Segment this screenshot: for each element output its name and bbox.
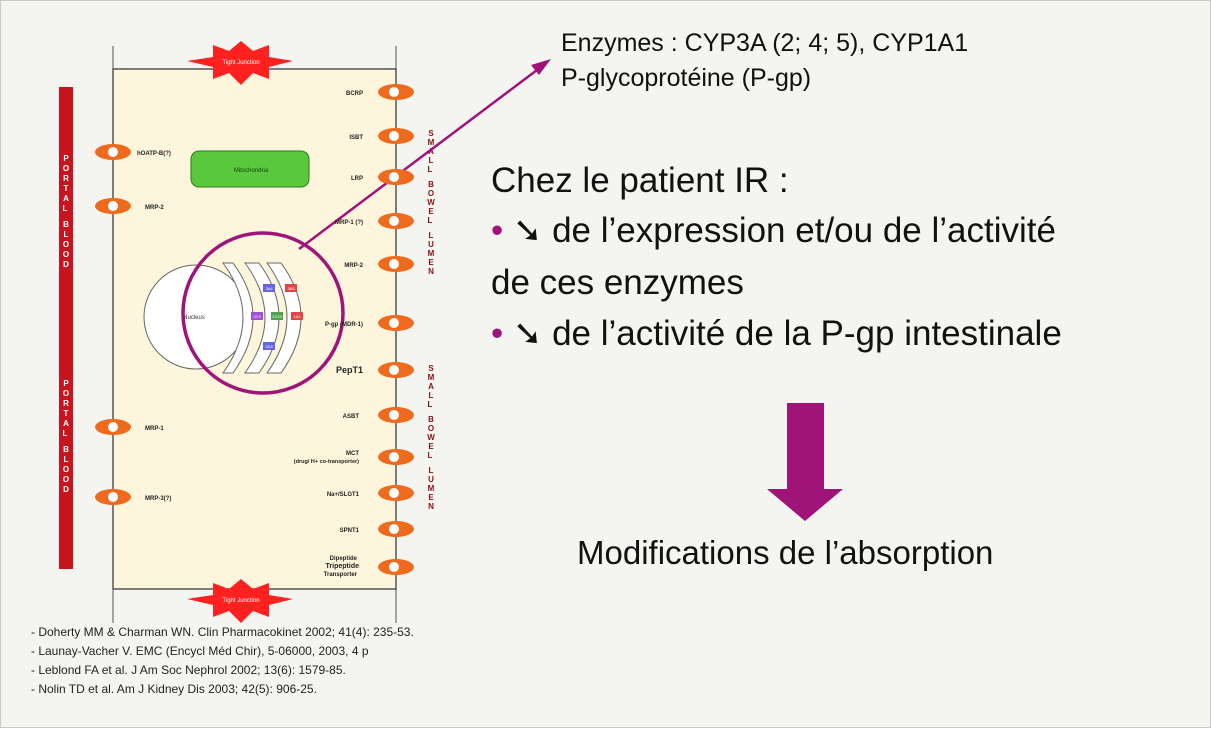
bullet-text: de l’expression et/ou de l’activité (552, 211, 1056, 250)
pgp-line: P-glycoprotéine (P-gp) (561, 64, 812, 92)
er-enzyme-label-2: 3A5 (287, 286, 295, 291)
transporter-isbt-label: ISBT (349, 135, 363, 141)
tight-junction-top (187, 41, 293, 85)
portal-blood-bar (59, 87, 73, 569)
er-enzyme-5 (291, 312, 303, 320)
reference-3: - Leblond FA et al. J Am Soc Nephrol 200… (31, 663, 346, 677)
transporter-hoatpb-label: hOATP-B(?) (137, 151, 171, 157)
result-text: Modifications de l’absorption (577, 534, 994, 571)
patient-heading: Chez le patient IR : (491, 161, 789, 200)
transporter-transporter-label: Transporter (324, 572, 358, 578)
reference-2: - Launay-Vacher V. EMC (Encycl Méd Chir)… (31, 644, 369, 658)
bullet-pgp-activity: • ➘ de l’activité de la P-gp intestinale (491, 314, 1062, 354)
pointer-arrow-line (298, 66, 542, 250)
reference-4: - Nolin TD et al. Am J Kidney Dis 2003; … (31, 682, 317, 696)
enzymes-line: Enzymes : CYP3A (2; 4; 5), CYP1A1 (561, 29, 969, 57)
transporter-lrp-label: LRP (351, 176, 363, 182)
transporter-na-slgt1-label: Na+/SLGT1 (327, 492, 360, 498)
transporter-pept1-label: PepT1 (336, 365, 363, 375)
right-transporter-oval-highlights (389, 87, 399, 572)
er-enzyme-label-3: 2C9 (253, 314, 261, 319)
bullet-dot: • (491, 211, 504, 250)
tight-junction-label-bottom: Tight Junction (222, 598, 259, 604)
decrease-arrow-icon: ➘ (513, 211, 543, 250)
er-enzyme-label-6: 2D6 (265, 344, 273, 349)
er-enzyme-2 (285, 284, 297, 292)
reference-1: - Doherty MM & Charman WN. Clin Pharmaco… (31, 625, 414, 639)
transporter-bcrp-label: BCRP (346, 91, 363, 97)
transporter-mrp2-label: MRP-2 (344, 263, 363, 269)
mitochondria-label: Mitochondria (234, 168, 269, 174)
er-enzyme-label-4: 2C19 (272, 314, 282, 319)
pointer-arrow-head (531, 59, 551, 75)
transporter-mct-sublabel: (drug/ H+ co-transporter) (294, 459, 359, 465)
er-enzyme-4 (271, 312, 283, 320)
transporter-mrp1q-label: MRP-1 (?) (335, 220, 363, 226)
er-enzyme-label-5: 1A1 (293, 314, 301, 319)
bullet-dot: • (491, 314, 504, 353)
tight-junction-bottom (187, 579, 293, 623)
er-enzyme-1 (263, 284, 275, 292)
transporter-mrp1-left-label: MRP-1 (145, 426, 164, 432)
bullet-expression: • ➘ de l’expression et/ou de l’activité (491, 211, 1056, 251)
nucleus-label: Nucleus (183, 315, 205, 321)
bullet-text: de l’activité de la P-gp intestinale (552, 314, 1062, 353)
bullet-continuation: de ces enzymes (491, 263, 744, 302)
left-transporter-oval-highlights (108, 147, 118, 502)
transporter-tripeptide-label: Tripeptide (326, 563, 360, 570)
down-arrow (767, 403, 843, 521)
transporter-mrp3-label: MRP-3(?) (145, 496, 171, 502)
transporter-mrp2-left-label: MRP-2 (145, 205, 164, 211)
transporter-asbt-label: ASBT (343, 414, 360, 420)
tight-junction-label-top: Tight Junction (222, 60, 259, 66)
transporter-mct-label: MCT (346, 451, 359, 457)
transporter-spnt1-label: SPNT1 (340, 528, 360, 534)
decrease-arrow-icon: ➘ (513, 314, 543, 353)
er-enzyme-6 (263, 342, 275, 350)
er-enzyme-label-1: 3A4 (265, 286, 273, 291)
er-enzyme-3 (251, 312, 263, 320)
mitochondria (190, 150, 310, 188)
transporter-dipeptide-label: Dipeptide (330, 556, 358, 562)
transporter-pgp-label: P-gp (MDR-1) (325, 322, 363, 328)
er-membrane-1 (222, 262, 254, 374)
highlight-circle (181, 231, 345, 395)
